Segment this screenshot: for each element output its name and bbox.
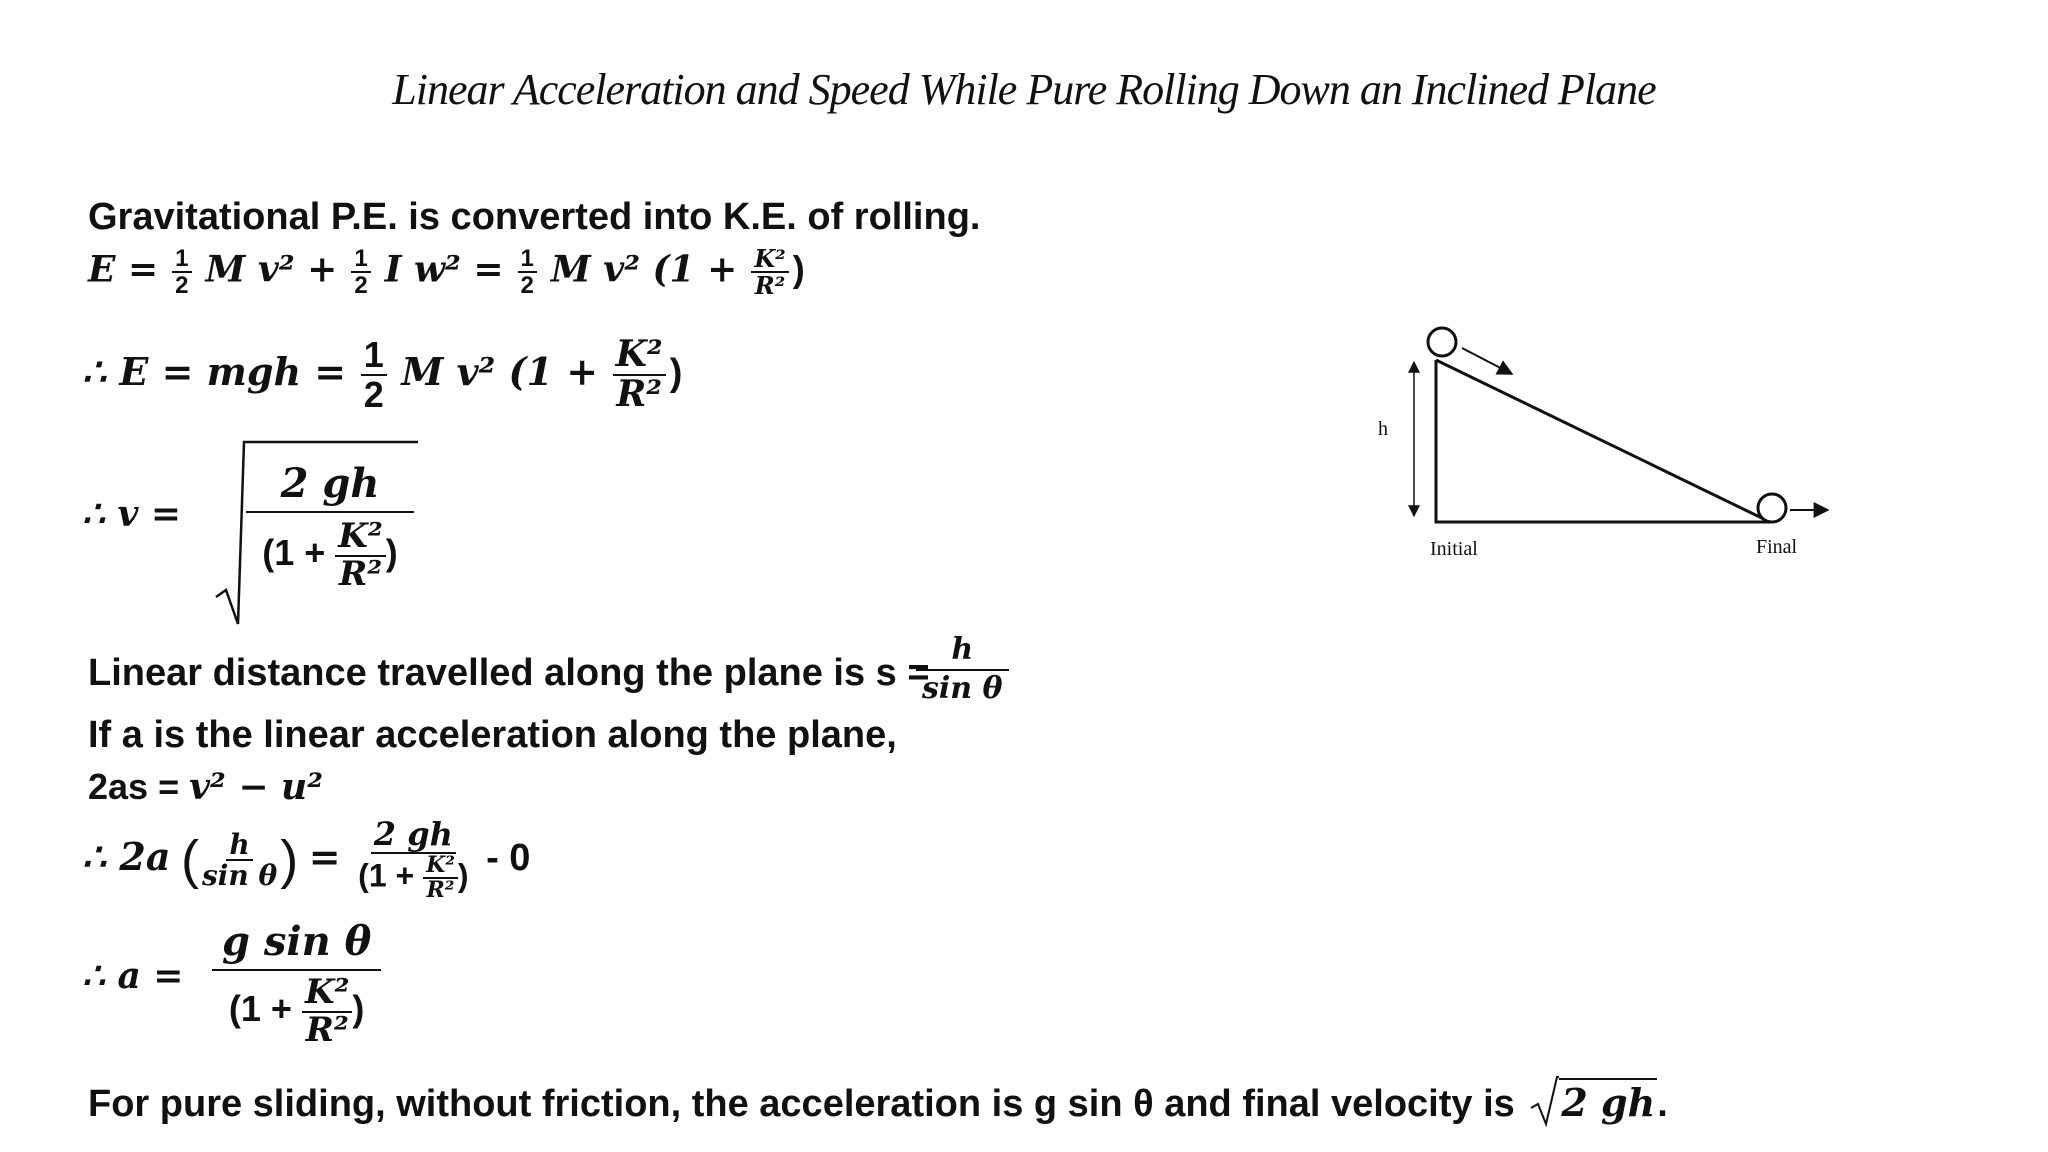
initial-label: Initial <box>1430 538 1478 560</box>
kinematics-equation: 2as = v² − u² <box>88 766 323 808</box>
distance-text: Linear distance travelled along the plan… <box>88 652 930 694</box>
intro-text: Gravitational P.E. is converted into K.E… <box>88 196 981 238</box>
acceleration-intro: If a is the linear acceleration along th… <box>88 714 897 756</box>
eq1-term3: M v² (1 + <box>550 248 738 291</box>
eq1-term1: M v² + <box>205 248 338 291</box>
eq1-term2: I w² = <box>384 248 504 291</box>
eq3-lhs: ∴ v = <box>82 493 182 535</box>
slide-title: Linear Acceleration and Speed While Pure… <box>392 65 1656 114</box>
eq1-close: ) <box>792 248 805 290</box>
inclined-plane-diagram <box>1408 326 1830 524</box>
velocity-numerator: 2 gh <box>246 460 414 513</box>
eq2-close: ) <box>669 351 683 394</box>
sqrt-sign-velocity <box>215 440 418 625</box>
eq2-lhs: ∴ E = mgh = <box>82 348 347 394</box>
eq1-lhs: E = <box>88 248 159 291</box>
height-label: h <box>1378 418 1388 440</box>
eq2-term: M v² (1 + <box>401 348 599 394</box>
eq5-lhs: ∴ a = <box>82 955 184 997</box>
sqrt-sign-final <box>1530 1076 1560 1128</box>
conclusion-text: For pure sliding, without friction, the … <box>88 1076 1668 1128</box>
final-label: Final <box>1756 536 1798 558</box>
distance-fraction: h sin θ <box>916 632 1009 706</box>
